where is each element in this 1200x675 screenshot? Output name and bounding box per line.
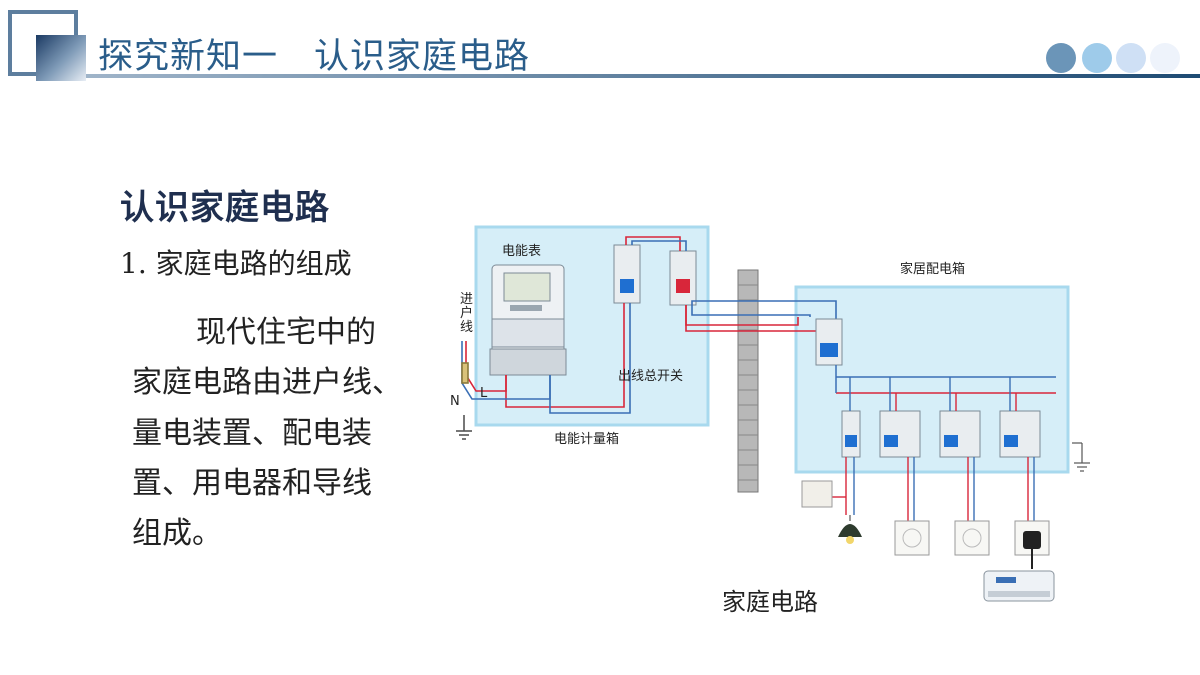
page-title: 探究新知一 认识家庭电路 [98, 37, 531, 77]
section-title: 认识家庭电路 [120, 188, 330, 228]
decor-dot-1 [1046, 43, 1076, 73]
lamp-icon [838, 515, 862, 544]
decor-dot-3 [1116, 43, 1146, 73]
paragraph-line-4: 置、用电器和导线 [132, 466, 372, 501]
distribution-box-label: 家居配电箱 [900, 261, 965, 277]
light-switch-icon [801, 480, 833, 508]
incoming-line [456, 341, 551, 440]
paragraph-line-1: 现代住宅中的 [196, 315, 376, 350]
branch-breaker-socket-2-icon [939, 410, 981, 458]
paragraph-line-3: 量电装置、配电装 [132, 416, 372, 451]
incoming-line-label: 进户线 [460, 292, 473, 335]
main-switch-icon [613, 244, 697, 306]
paragraph-line-5: 组成。 [132, 516, 222, 551]
decor-dot-4 [1150, 43, 1180, 73]
diagram-caption: 家庭电路 [722, 588, 818, 616]
decor-dot-2 [1082, 43, 1112, 73]
branch-breaker-socket-1-icon [879, 410, 921, 458]
main-switch-label: 出线总开关 [618, 369, 683, 384]
subtitle: 1. 家庭电路的组成 [120, 247, 352, 280]
paragraph-line-2: 家庭电路由进户线、 [132, 365, 402, 400]
socket-3-icon [1014, 520, 1050, 569]
branch-breaker-socket-3-icon [999, 410, 1041, 458]
live-label: L [480, 386, 488, 401]
meter-label: 电能表 [502, 244, 541, 259]
meter-box-label: 电能计量箱 [554, 431, 619, 447]
socket-1-icon [894, 520, 930, 556]
header-corner-block [36, 35, 86, 81]
distribution-main-breaker-icon [815, 318, 843, 366]
air-conditioner-icon [983, 570, 1055, 602]
household-circuit-diagram: 电能表 出线总开关 电能计量箱 家居配电箱 N L 进户线 [450, 225, 1090, 602]
neutral-label: N [450, 394, 460, 409]
branch-breaker-lighting-icon [841, 410, 861, 458]
socket-2-icon [954, 520, 990, 556]
header-underline [86, 74, 1200, 78]
electric-meter-icon [489, 264, 567, 376]
wall [737, 269, 759, 493]
